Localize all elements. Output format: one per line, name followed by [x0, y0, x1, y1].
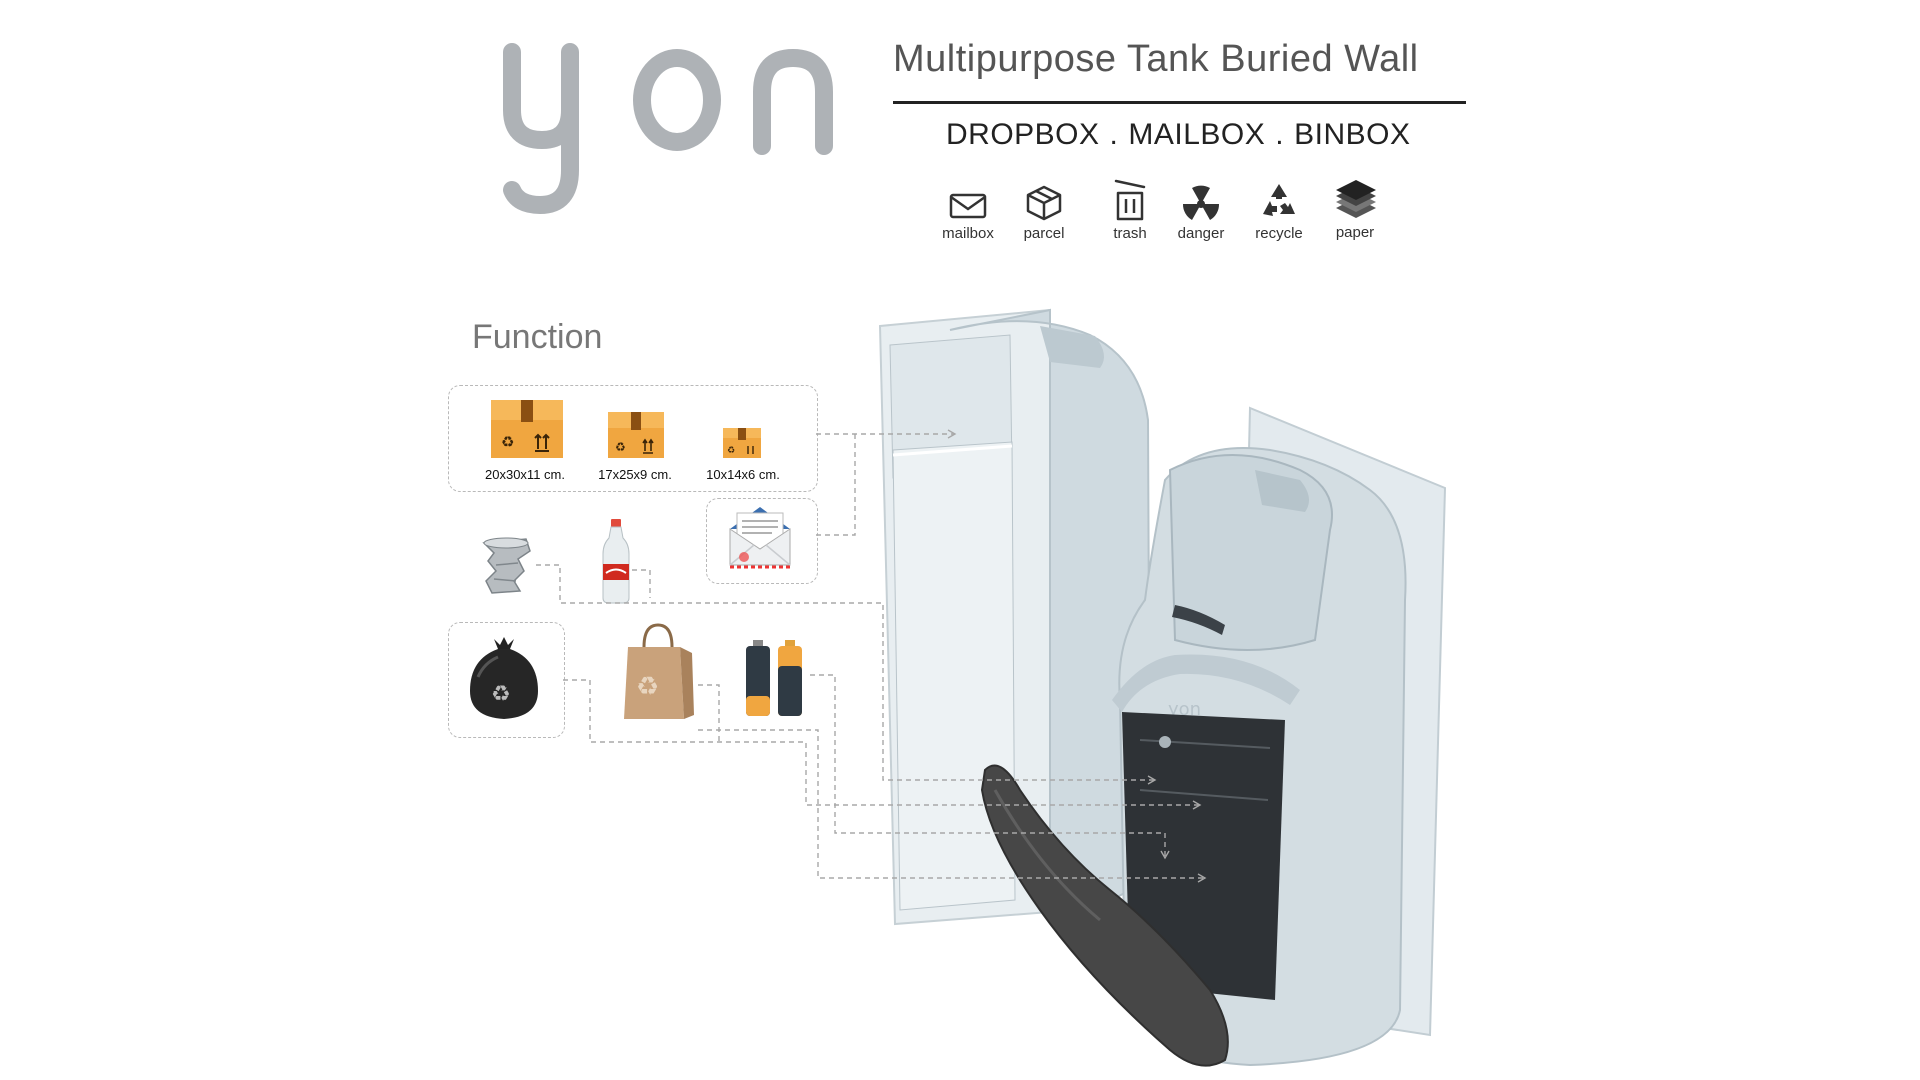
category-parcel: parcel — [1004, 183, 1084, 251]
subtitle-binbox: BINBOX — [1294, 118, 1411, 151]
bin-opening — [1122, 712, 1285, 1000]
paper-bag-icon: ♻ — [624, 623, 694, 719]
batteries-icon — [746, 640, 802, 716]
category-label: trash — [1113, 225, 1147, 242]
category-paper: paper — [1315, 178, 1395, 246]
envelope-icon — [949, 193, 987, 219]
crushed-can-icon — [482, 537, 531, 594]
subtitle: DROPBOX. MAILBOX. BINBOX — [946, 118, 1410, 152]
svg-text:♻: ♻ — [636, 672, 659, 702]
category-label: parcel — [1023, 225, 1065, 242]
subtitle-separator: . — [1275, 118, 1285, 151]
parcel-box-medium-icon: ♻ — [608, 412, 664, 458]
parcel-size-medium: 17x25x9 cm. — [598, 467, 672, 482]
letter-envelope-icon — [729, 507, 791, 569]
paper-stack-icon — [1336, 180, 1376, 218]
subtitle-mailbox: MAILBOX — [1128, 118, 1266, 151]
svg-text:♻: ♻ — [727, 446, 735, 456]
parcel-box-icon — [1026, 185, 1062, 221]
radiation-icon — [1182, 185, 1220, 220]
connector-lines — [536, 433, 1205, 879]
category-label: mailbox — [942, 225, 994, 242]
svg-text:♻: ♻ — [501, 433, 514, 451]
garbage-bag-icon: ♻ — [470, 637, 538, 719]
title-divider — [893, 101, 1466, 104]
category-danger: danger — [1161, 183, 1241, 251]
parcel-size-large: 20x30x11 cm. — [485, 467, 565, 482]
svg-text:♻: ♻ — [615, 440, 626, 454]
letter-box — [706, 498, 818, 584]
category-label: danger — [1177, 225, 1225, 242]
function-heading: Function — [472, 318, 603, 356]
mail-slot — [1172, 605, 1225, 635]
category-mailbox: mailbox — [928, 187, 1008, 255]
category-recycle: recycle — [1239, 181, 1319, 249]
bin-flap — [980, 764, 1229, 1067]
connector-arrowheads — [947, 429, 1207, 883]
category-label: paper — [1335, 224, 1375, 241]
parcel-sizes-box — [448, 385, 818, 492]
parcel-size-small: 10x14x6 cm. — [706, 467, 780, 482]
category-trash: trash — [1090, 177, 1170, 245]
plastic-bottle-icon — [602, 519, 630, 604]
yon-logo: yon — [503, 43, 833, 215]
recycle-icon — [1263, 184, 1295, 216]
parcel-box-small-icon: ♻ — [723, 428, 761, 458]
category-label: recycle — [1255, 225, 1303, 242]
subtitle-dropbox: DROPBOX — [946, 118, 1100, 151]
page-title: Multipurpose Tank Buried Wall — [893, 38, 1419, 80]
svg-text:♻: ♻ — [491, 682, 511, 707]
subtitle-separator: . — [1109, 118, 1119, 151]
trash-bin-icon — [1114, 179, 1146, 221]
parcel-box-large-icon: ♻ — [491, 400, 563, 458]
